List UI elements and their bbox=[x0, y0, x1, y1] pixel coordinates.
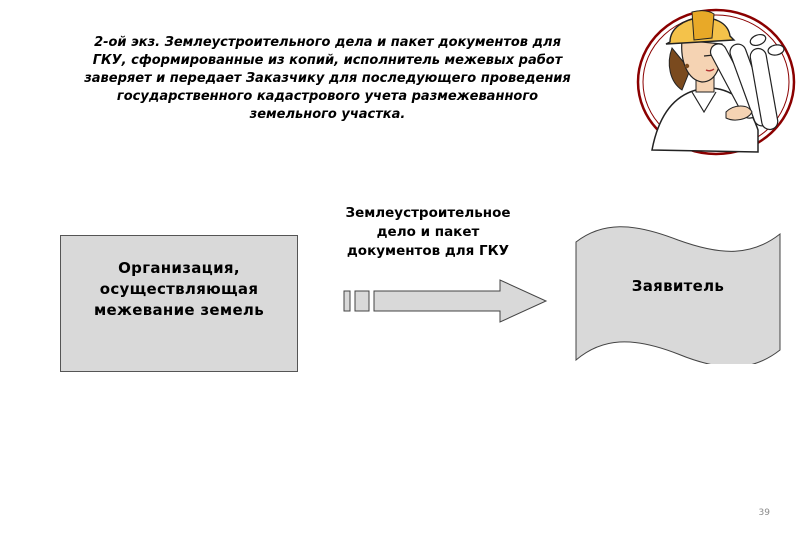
arrow-stripe bbox=[343, 290, 351, 312]
organization-label-line: межевание земель bbox=[93, 301, 264, 319]
arrow-caption: Землеустроительное дело и пакет документ… bbox=[318, 204, 538, 261]
arrow-caption-line: документов для ГКУ bbox=[346, 243, 510, 259]
arrow-caption-line: дело и пакет bbox=[376, 224, 480, 240]
arrow-stripe bbox=[354, 290, 370, 312]
heading-line: заверяет и передает Заказчику для послед… bbox=[84, 71, 571, 86]
heading-line: ГКУ, сформированные из копий, исполнител… bbox=[92, 53, 563, 68]
organization-label-line: Организация, bbox=[118, 259, 240, 277]
organization-label: Организация, осуществляющая межевание зе… bbox=[94, 258, 264, 321]
slide-heading: 2-ой экз. Землеустроительного дела и пак… bbox=[55, 34, 600, 124]
heading-line: земельного участка. bbox=[249, 107, 406, 122]
page-number: 39 bbox=[758, 508, 770, 518]
heading-line: 2-ой экз. Землеустроительного дела и пак… bbox=[94, 35, 561, 50]
applicant-label: Заявитель bbox=[631, 277, 725, 295]
transfer-arrow bbox=[343, 279, 548, 323]
organization-box: Организация, осуществляющая межевание зе… bbox=[60, 235, 298, 372]
arrow-caption-line: Землеустроительное bbox=[345, 205, 511, 221]
arrow-body bbox=[373, 279, 548, 323]
engineer-with-blueprints-icon bbox=[636, 8, 796, 156]
organization-label-line: осуществляющая bbox=[99, 280, 259, 298]
applicant-document-shape bbox=[575, 226, 781, 364]
heading-line: государственного кадастрового учета разм… bbox=[116, 89, 539, 104]
